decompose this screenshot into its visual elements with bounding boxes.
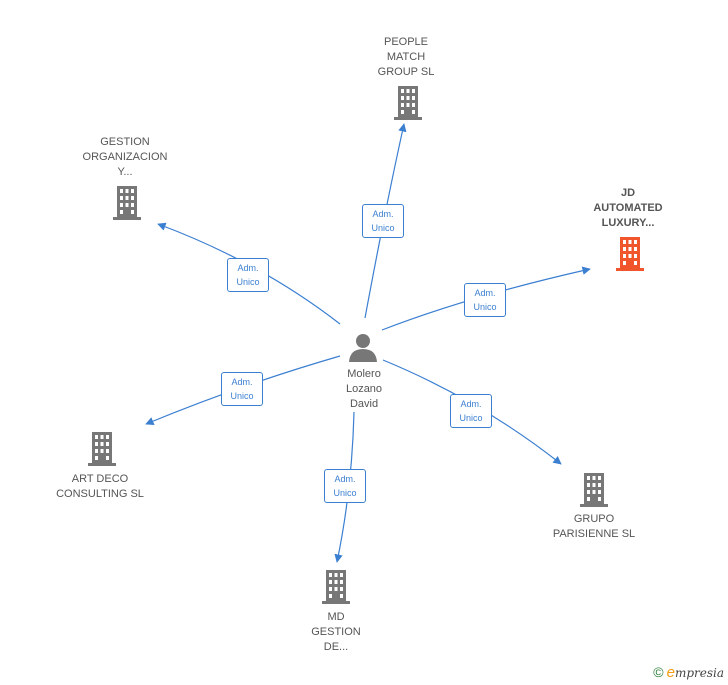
company-label-people-match[interactable]: PEOPLE MATCH GROUP SL [377,36,435,78]
company-label-md-gestion[interactable]: MD GESTION DE... [311,611,361,653]
company-label-gestion-organizacion[interactable]: GESTION ORGANIZACION Y... [82,136,168,178]
edge-label-gestion-organizacion: Adm. Unico [227,258,269,292]
company-label-art-deco[interactable]: ART DECO CONSULTING SL [56,473,144,500]
building-icon[interactable] [112,186,142,220]
building-icon-highlight[interactable] [615,237,645,271]
empresia-watermark[interactable]: ©empresia [653,664,724,681]
edge-label-md-gestion: Adm. Unico [324,469,366,503]
center-person-label[interactable]: Molero Lozano David [345,368,383,410]
copyright-icon: © [653,664,664,680]
company-label-grupo-parisienne[interactable]: GRUPO PARISIENNE SL [552,513,636,540]
person-icon[interactable] [348,332,378,362]
edge-label-people-match: Adm. Unico [362,204,404,238]
empresia-logo-text: mpresia [674,666,724,680]
edge-label-grupo-parisienne: Adm. Unico [450,394,492,428]
edge-label-jd-automated: Adm. Unico [464,283,506,317]
building-icon[interactable] [579,473,609,507]
empresia-logo-initial: e [666,664,675,681]
building-icon[interactable] [87,432,117,466]
building-icon[interactable] [321,570,351,604]
edge-label-art-deco: Adm. Unico [221,372,263,406]
company-label-jd-automated[interactable]: JD AUTOMATED LUXURY... [593,187,663,229]
building-icon[interactable] [393,86,423,120]
